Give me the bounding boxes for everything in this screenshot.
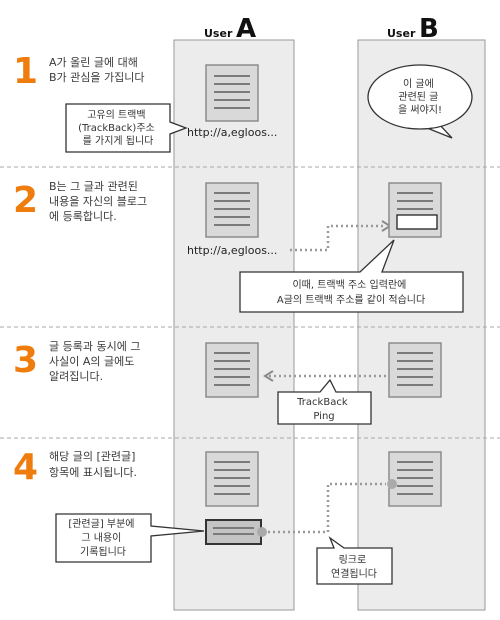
user-b-column <box>357 39 486 611</box>
user-a-label: User <box>204 27 233 40</box>
step-4-text: 해당 글의 [관련글] 항목에 표시됩니다. <box>49 449 139 479</box>
related-link-connector <box>268 482 386 534</box>
user-b-post-document <box>388 182 442 238</box>
svg-text:이때, 트랙백 주소 입력란에 A글의 트랙백: 이때, 트랙백 주소 입력란에 A글의 트랙백 주소를 같이 적습니다 <box>277 278 425 306</box>
user-b-label: User <box>387 27 416 40</box>
svg-text:고유의 트랙백 (TrackBack)주소: 고유의 트랙백 (TrackBack)주소 를 가지게 됩니다 <box>78 109 158 147</box>
step-3-text: 글 등록과 동시에 그 사실이 A의 글에도 알려집니다. <box>49 340 144 383</box>
svg-text:TrackBack Ping: TrackBack Ping <box>296 397 351 422</box>
trackback-ping-callout: TrackBack Ping <box>277 378 372 425</box>
user-b-post-document <box>388 451 442 507</box>
step-1-number: 1 <box>13 51 38 92</box>
user-a-column <box>173 39 295 611</box>
related-posts-section[interactable] <box>205 519 262 545</box>
user-a-post-document <box>205 182 259 238</box>
enter-address-callout: 이때, 트랙백 주소 입력란에 A글의 트랙백 주소를 같이 적습니다 <box>239 239 464 313</box>
svg-text:이 글에 관련된 글 을 써야지!: 이 글에 관련된 글 을 써야지! <box>398 78 442 116</box>
step-2-text: B는 그 글과 관련된 내용을 자신의 블로그 에 등록합니다. <box>49 180 151 223</box>
step-3-number: 3 <box>13 340 38 381</box>
user-a-letter: A <box>236 14 256 44</box>
link-dot <box>387 479 397 489</box>
step-1-url: http://a,egloos... <box>187 126 277 139</box>
svg-text:[관련글] 부분에 그 내용이 기록: [관련글] 부분에 그 내용이 기록됩니다 <box>68 518 137 558</box>
step-4-number: 4 <box>13 447 38 488</box>
trackback-address-callout: 고유의 트랙백 (TrackBack)주소 를 가지게 됩니다 <box>65 103 188 153</box>
copy-address-connector <box>290 224 386 252</box>
user-b-letter: B <box>419 14 439 44</box>
user-a-post-document <box>205 342 259 398</box>
user-a-post-document <box>205 451 259 507</box>
trackback-input-box <box>396 214 438 230</box>
link-dot <box>257 527 267 537</box>
user-b-post-document <box>388 342 442 398</box>
step-1-text: A가 올린 글에 대해 B가 관심을 가집니다 <box>49 55 145 84</box>
step-2-number: 2 <box>13 180 38 221</box>
ping-arrow <box>263 370 274 382</box>
user-a-post-document <box>205 64 259 122</box>
svg-text:링크로 연결됩니다: 링크로 연결됩니다 <box>331 554 377 580</box>
linked-callout: 링크로 연결됩니다 <box>316 536 393 585</box>
step-2-url: http://a,egloos... <box>187 244 277 257</box>
related-section-callout: [관련글] 부분에 그 내용이 기록됩니다 <box>55 513 205 563</box>
thought-bubble: 이 글에 관련된 글 을 써야지! <box>367 64 473 139</box>
